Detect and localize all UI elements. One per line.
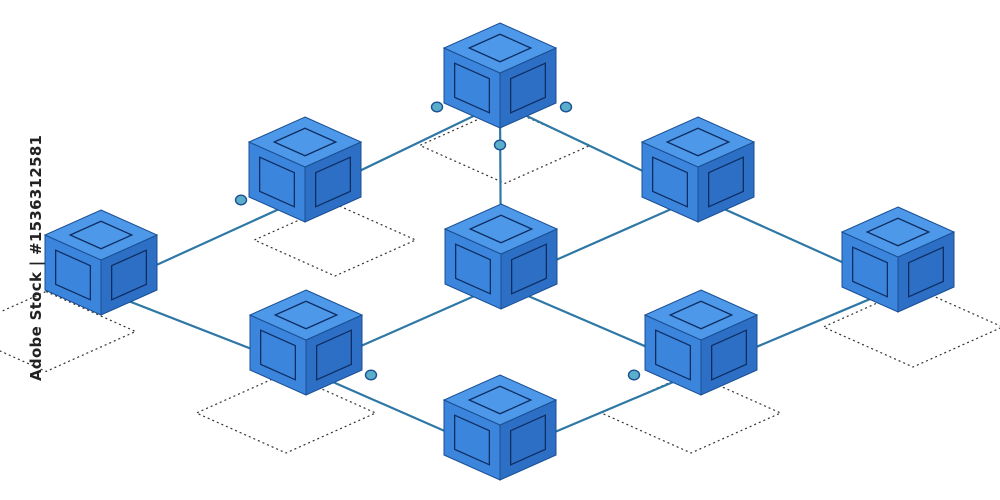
connection-node-c9-c8 <box>629 370 640 380</box>
connection-node-c2-c4 <box>236 195 247 205</box>
watermark-text: Adobe Stock | #1536312581 <box>27 135 45 381</box>
connection-node-c1-c3 <box>561 102 572 112</box>
connection-node-c7-c9 <box>366 370 377 380</box>
connection-node-c1-c2 <box>432 102 443 112</box>
connection-node-c1-c5 <box>495 140 506 150</box>
